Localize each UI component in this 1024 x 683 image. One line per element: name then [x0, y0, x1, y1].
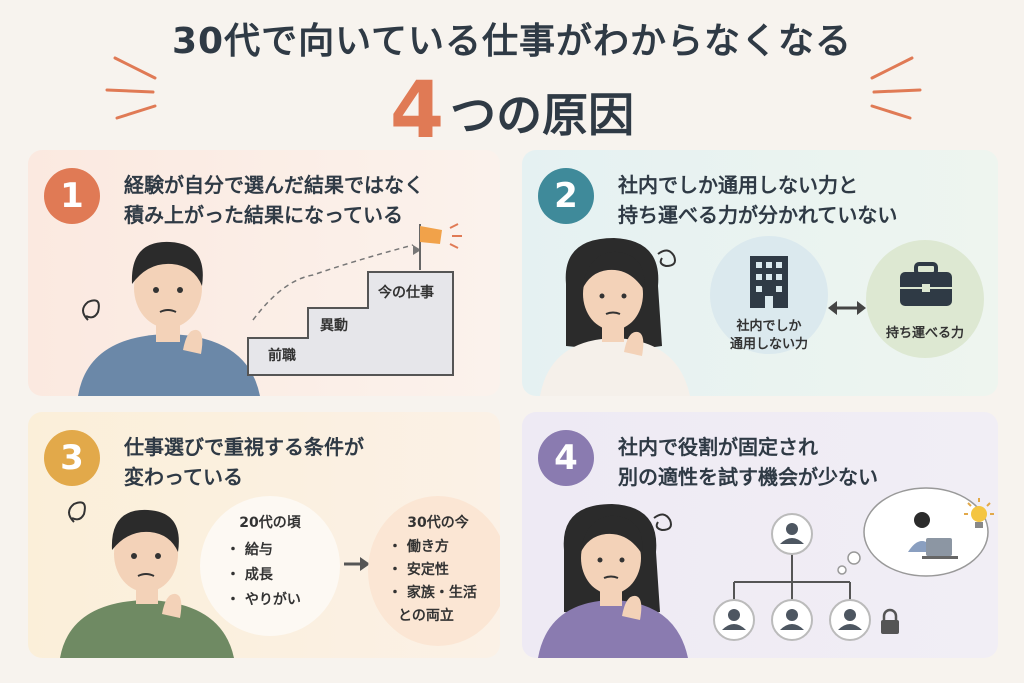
reason-card-1: 1 経験が自分で選んだ結果ではなく 積み上がった結果になっている 前職 異動 今…: [28, 150, 500, 396]
thought-bubble-icon: [837, 487, 989, 577]
confused-woman-illustration: [538, 504, 688, 658]
stair-label-prev-job: 前職: [268, 348, 296, 364]
career-stairs-icon: [247, 244, 454, 376]
lightbulb-icon: [964, 498, 994, 528]
twenties-list: ・ 給与 ・ 成長 ・ やりがい: [226, 542, 301, 608]
reason-number-badge: 4: [538, 430, 594, 486]
confused-woman-illustration: [540, 238, 690, 396]
reason-title: 経験が自分で選んだ結果ではなく 積み上がった結果になっている: [124, 173, 424, 227]
reason-number-badge: 3: [44, 430, 100, 486]
confused-man-illustration: [60, 501, 234, 658]
reason-number-badge: 2: [538, 168, 594, 224]
reason-title: 仕事選びで重視する条件が 変わっている: [124, 435, 364, 489]
arrow-right-icon: [344, 557, 370, 571]
twenties-circle: [200, 496, 340, 636]
thirties-list: ・ 働き方 ・ 安定性 ・ 家族・生活 との両立: [388, 539, 477, 624]
double-arrow-icon: [828, 301, 866, 315]
stair-label-transfer: 異動: [320, 318, 348, 334]
thirties-circle: [368, 496, 500, 646]
org-chart-icon: [713, 513, 871, 641]
lock-icon: [881, 608, 899, 634]
title-line-1: 30代で向いている仕事がわからなくなる: [171, 21, 853, 62]
portable-skill-label: 持ち運べる力: [885, 326, 964, 341]
title-number: 4: [389, 66, 445, 156]
emphasis-rays-left-icon: [105, 56, 157, 120]
twenties-title: 20代の頃: [239, 515, 301, 531]
reason-number-badge: 1: [44, 168, 100, 224]
title-rest: つの原因: [450, 88, 635, 142]
thirties-title: 30代の今: [407, 515, 469, 531]
office-building-icon: [750, 256, 788, 308]
reason-card-3: 3 仕事選びで重視する条件が 変わっている 20代の頃 ・ 給与 ・ 成長 ・ …: [28, 412, 500, 658]
reason-title: 社内でしか通用しない力と 持ち運べる力が分かれていない: [618, 173, 898, 227]
internal-skill-label: 社内でしか 通用しない力: [729, 319, 808, 352]
briefcase-icon: [900, 262, 952, 306]
confused-man-illustration: [78, 241, 260, 396]
reason-card-2: 2 社内でしか通用しない力と 持ち運べる力が分かれていない 社内でしか 通用しな…: [522, 150, 998, 396]
reason-card-4: 4 社内で役割が固定され 別の適性を試す機会が少ない: [522, 412, 998, 658]
emphasis-rays-right-icon: [870, 56, 922, 120]
reason-title: 社内で役割が固定され 別の適性を試す機会が少ない: [618, 435, 878, 489]
goal-flag-icon: [419, 223, 462, 270]
stair-label-current-job: 今の仕事: [378, 285, 434, 301]
